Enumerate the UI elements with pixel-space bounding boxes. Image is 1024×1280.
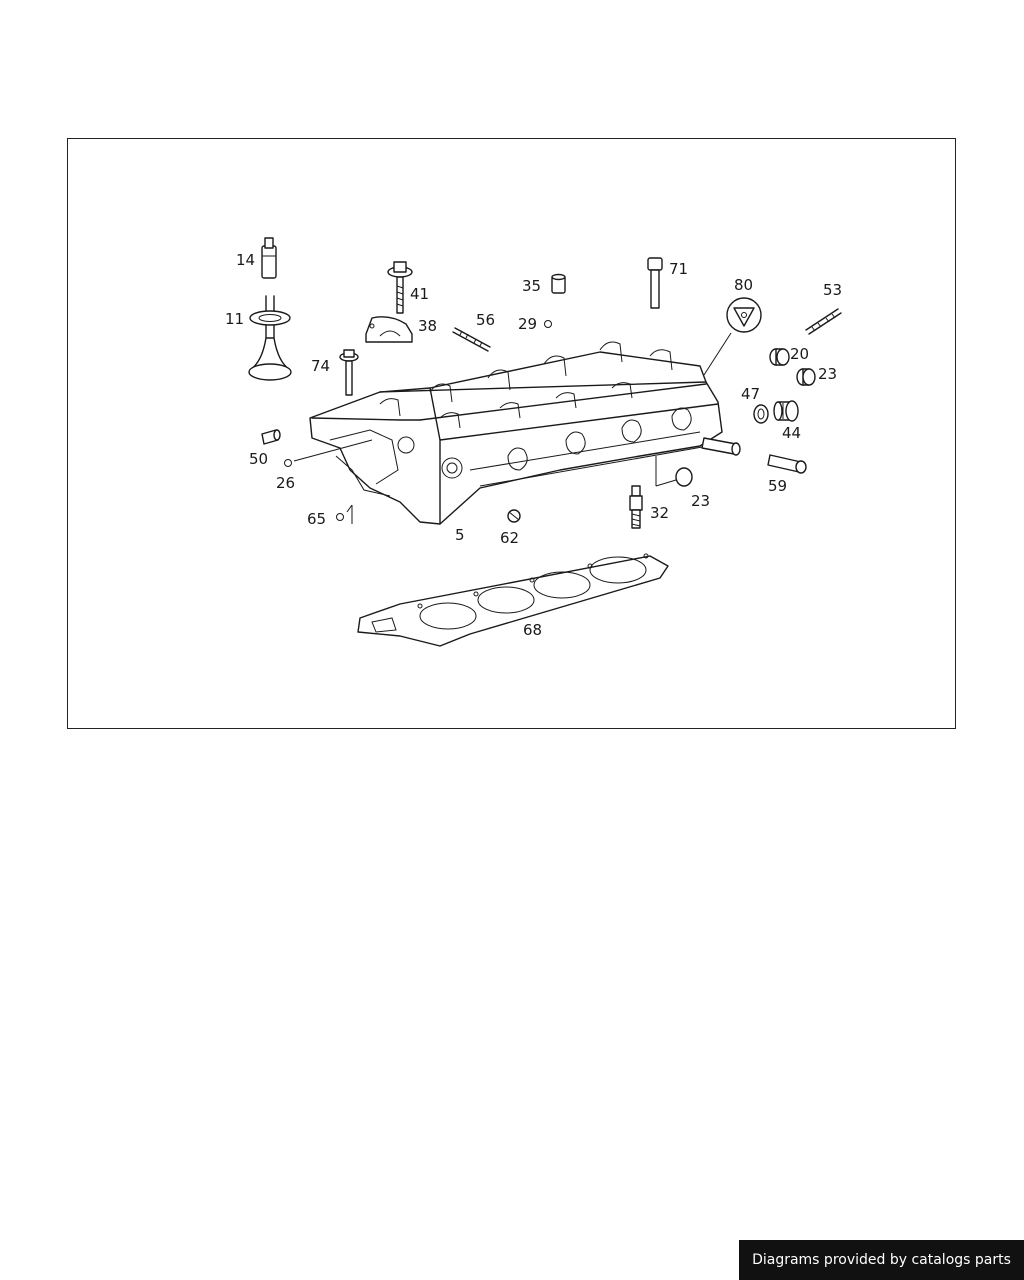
part-65-ring [336, 513, 344, 521]
part-53-stud [805, 308, 842, 335]
part-59-stud [767, 454, 807, 474]
part-68-head-gasket [357, 553, 669, 647]
part-11-valve [248, 295, 292, 381]
callout-23-lower: 23 [691, 492, 710, 510]
part-23-plug-lower [675, 467, 693, 487]
part-62-plug [507, 509, 521, 523]
callout-62: 62 [500, 529, 519, 547]
part-74-bolt [339, 349, 359, 396]
part-20-plug [769, 348, 790, 366]
callout-80: 80 [734, 276, 753, 294]
callout-14: 14 [236, 251, 255, 269]
part-38-bearing-cap [365, 316, 413, 343]
callout-32: 32 [650, 504, 669, 522]
footer-credit: Diagrams provided by catalogs parts [739, 1240, 1024, 1280]
callout-59: 59 [768, 477, 787, 495]
callout-35: 35 [522, 277, 541, 295]
callout-20: 20 [790, 345, 809, 363]
callout-56: 56 [476, 311, 495, 329]
callout-68: 68 [523, 621, 542, 639]
part-80-cover [703, 297, 762, 376]
callout-50: 50 [249, 450, 268, 468]
callout-11: 11 [225, 310, 244, 328]
part-32-plug [629, 485, 643, 529]
part-14-lifter [261, 237, 277, 279]
callout-5: 5 [455, 526, 465, 544]
callout-47: 47 [741, 385, 760, 403]
part-50-dowel [261, 429, 281, 445]
callout-29: 29 [518, 315, 537, 333]
callout-38: 38 [418, 317, 437, 335]
part-23-plug-upper [796, 368, 816, 386]
part-44-screw-plug [773, 400, 799, 422]
part-41-bolt [387, 261, 413, 314]
part-35-sleeve [551, 273, 566, 294]
part-71-bolt [647, 257, 663, 309]
leader-lines [293, 439, 677, 524]
callout-71: 71 [669, 260, 688, 278]
diagram-frame [67, 138, 956, 729]
callout-53: 53 [823, 281, 842, 299]
part-47-seal [753, 404, 769, 424]
callout-41: 41 [410, 285, 429, 303]
callout-23-upper: 23 [818, 365, 837, 383]
part-5-cylinder-head [309, 341, 741, 525]
callout-44: 44 [782, 424, 801, 442]
part-56-stud [452, 327, 491, 352]
callout-26: 26 [276, 474, 295, 492]
part-29-ring [544, 320, 552, 328]
part-26-ring [284, 459, 292, 467]
callout-65: 65 [307, 510, 326, 528]
callout-74: 74 [311, 357, 330, 375]
